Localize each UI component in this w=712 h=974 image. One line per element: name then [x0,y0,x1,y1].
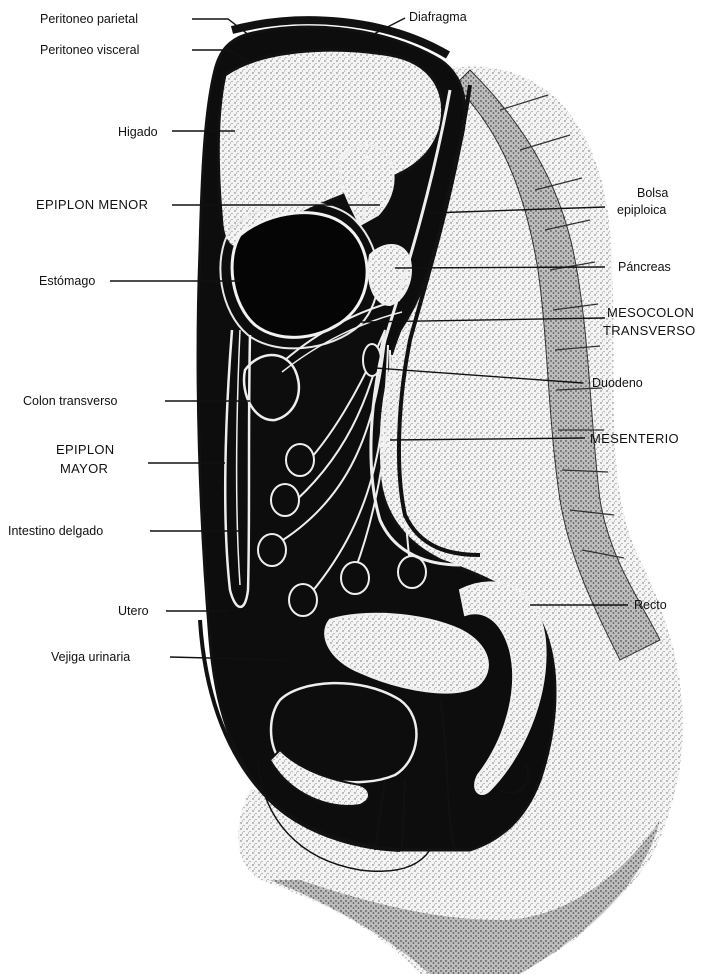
label-peritoneo-parietal: Peritoneo parietal [40,12,138,26]
label-bolsa-1: Bolsa [637,186,668,200]
label-recto: Recto [634,598,667,612]
label-colon-transverso: Colon transverso [23,394,118,408]
label-intestino-delgado: Intestino delgado [8,524,103,538]
label-vejiga-urinaria: Vejiga urinaria [51,650,130,664]
label-diafragma: Diafragma [409,10,467,24]
label-duodeno: Duodeno [592,376,643,390]
label-mesenterio: MESENTERIO [590,431,679,446]
label-peritoneo-visceral: Peritoneo visceral [40,43,139,57]
label-epiplon-mayor-2: MAYOR [60,461,108,476]
label-higado: Higado [118,125,158,139]
label-estomago: Estómago [39,274,95,288]
label-mesocolon-1: MESOCOLON [607,305,694,320]
label-epiplon-menor: EPIPLON MENOR [36,197,148,212]
label-pancreas: Páncreas [618,260,671,274]
label-epiplon-mayor-1: EPIPLON [56,442,114,457]
label-mesocolon-2: TRANSVERSO [603,323,696,338]
label-bolsa-2: epiploica [617,203,666,217]
label-utero: Utero [118,604,149,618]
